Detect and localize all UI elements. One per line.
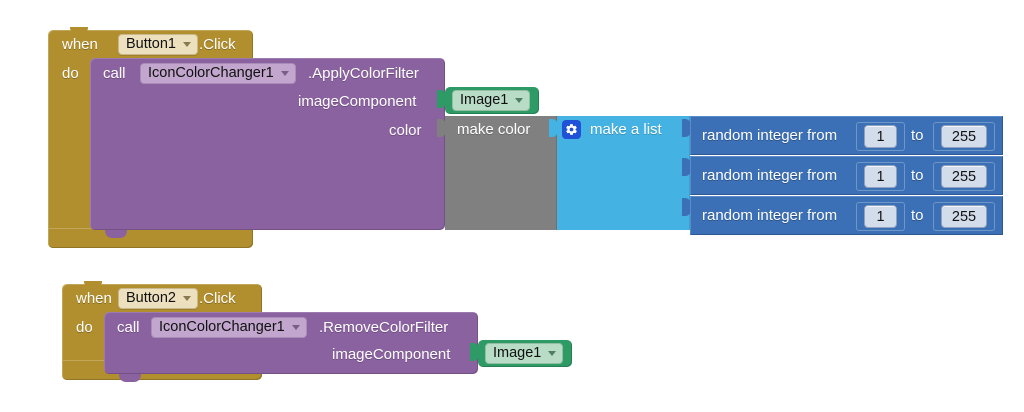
event2-when-label: when — [76, 290, 112, 307]
param2-label-imagecomponent: imageComponent — [332, 346, 451, 363]
list-item-socket-1 — [682, 119, 691, 137]
event-component-dropdown-button1[interactable]: Button1 — [118, 34, 198, 55]
event-block-bottom-bar — [48, 228, 253, 248]
call2-component-name: IconColorChanger1 — [159, 319, 285, 335]
event-component-name: Button1 — [126, 36, 176, 52]
random-to-value-3[interactable]: 255 — [941, 205, 987, 228]
random-to-label-2: to — [911, 167, 924, 184]
random-to-label-3: to — [911, 207, 924, 224]
random-from-socket-2 — [856, 162, 905, 191]
param2-socket-imagecomponent — [470, 343, 479, 361]
call-keyword-label: call — [103, 65, 126, 82]
event-name-label: .Click — [199, 36, 236, 53]
call-component-name: IconColorChanger1 — [148, 65, 274, 81]
random-to-socket-2 — [933, 162, 995, 191]
chevron-down-icon[interactable] — [280, 70, 289, 76]
list-item-socket-2 — [682, 158, 691, 176]
random-integer-label-2: random integer from — [702, 167, 838, 184]
getter2-component-dropdown-image1[interactable]: Image1 — [485, 343, 564, 364]
getter-component-dropdown-image1[interactable]: Image1 — [452, 90, 531, 111]
random-from-socket-3 — [856, 202, 905, 231]
chevron-down-icon[interactable] — [183, 295, 191, 301]
param-label-color: color — [389, 122, 422, 139]
chevron-down-icon[interactable] — [291, 324, 300, 330]
list-item-socket-3 — [682, 198, 691, 216]
call-method-name-label: .ApplyColorFilter — [308, 65, 419, 82]
gear-icon[interactable] — [562, 120, 581, 139]
call-component-dropdown-iconcolorchanger1[interactable]: IconColorChanger1 — [140, 63, 296, 84]
param-label-imagecomponent: imageComponent — [298, 93, 417, 110]
param-socket-color — [437, 119, 446, 137]
chevron-down-icon[interactable] — [548, 350, 557, 356]
random-from-value-3[interactable]: 1 — [864, 205, 897, 228]
call-block-bottom-notch — [105, 230, 127, 238]
random-integer-label-3: random integer from — [702, 207, 838, 224]
event2-component-dropdown-button2[interactable]: Button2 — [118, 288, 198, 309]
random-from-socket-1 — [856, 122, 905, 151]
random-from-value-2[interactable]: 1 — [864, 165, 897, 188]
event2-name-label: .Click — [199, 290, 236, 307]
call2-component-dropdown-iconcolorchanger1[interactable]: IconColorChanger1 — [151, 317, 307, 338]
chevron-down-icon[interactable] — [183, 41, 191, 47]
event-block-top-nub — [70, 27, 88, 32]
event-do-label: do — [62, 65, 79, 82]
call2-keyword-label: call — [117, 319, 140, 336]
random-from-value-1[interactable]: 1 — [864, 125, 897, 148]
chevron-down-icon[interactable] — [515, 97, 524, 103]
event2-do-label: do — [76, 319, 93, 336]
random-to-value-1[interactable]: 255 — [941, 125, 987, 148]
make-color-label: make color — [457, 121, 531, 138]
event-block2-top-nub — [84, 281, 102, 286]
make-a-list-label: make a list — [590, 121, 662, 138]
random-to-value-2[interactable]: 255 — [941, 165, 987, 188]
random-to-socket-3 — [933, 202, 995, 231]
getter-component-name: Image1 — [460, 92, 509, 108]
event-when-label: when — [62, 36, 98, 53]
param-socket-imagecomponent — [437, 90, 446, 108]
event2-component-name: Button2 — [126, 290, 176, 306]
random-to-label-1: to — [911, 127, 924, 144]
random-to-socket-1 — [933, 122, 995, 151]
call-block-applycolorfilter[interactable] — [90, 58, 445, 230]
make-color-list-socket — [549, 119, 558, 137]
make-color-block[interactable] — [445, 116, 557, 230]
call2-method-name-label: .RemoveColorFilter — [319, 319, 449, 336]
random-integer-label-1: random integer from — [702, 127, 838, 144]
call-block2-bottom-notch — [119, 374, 141, 382]
getter2-component-name: Image1 — [493, 345, 542, 361]
